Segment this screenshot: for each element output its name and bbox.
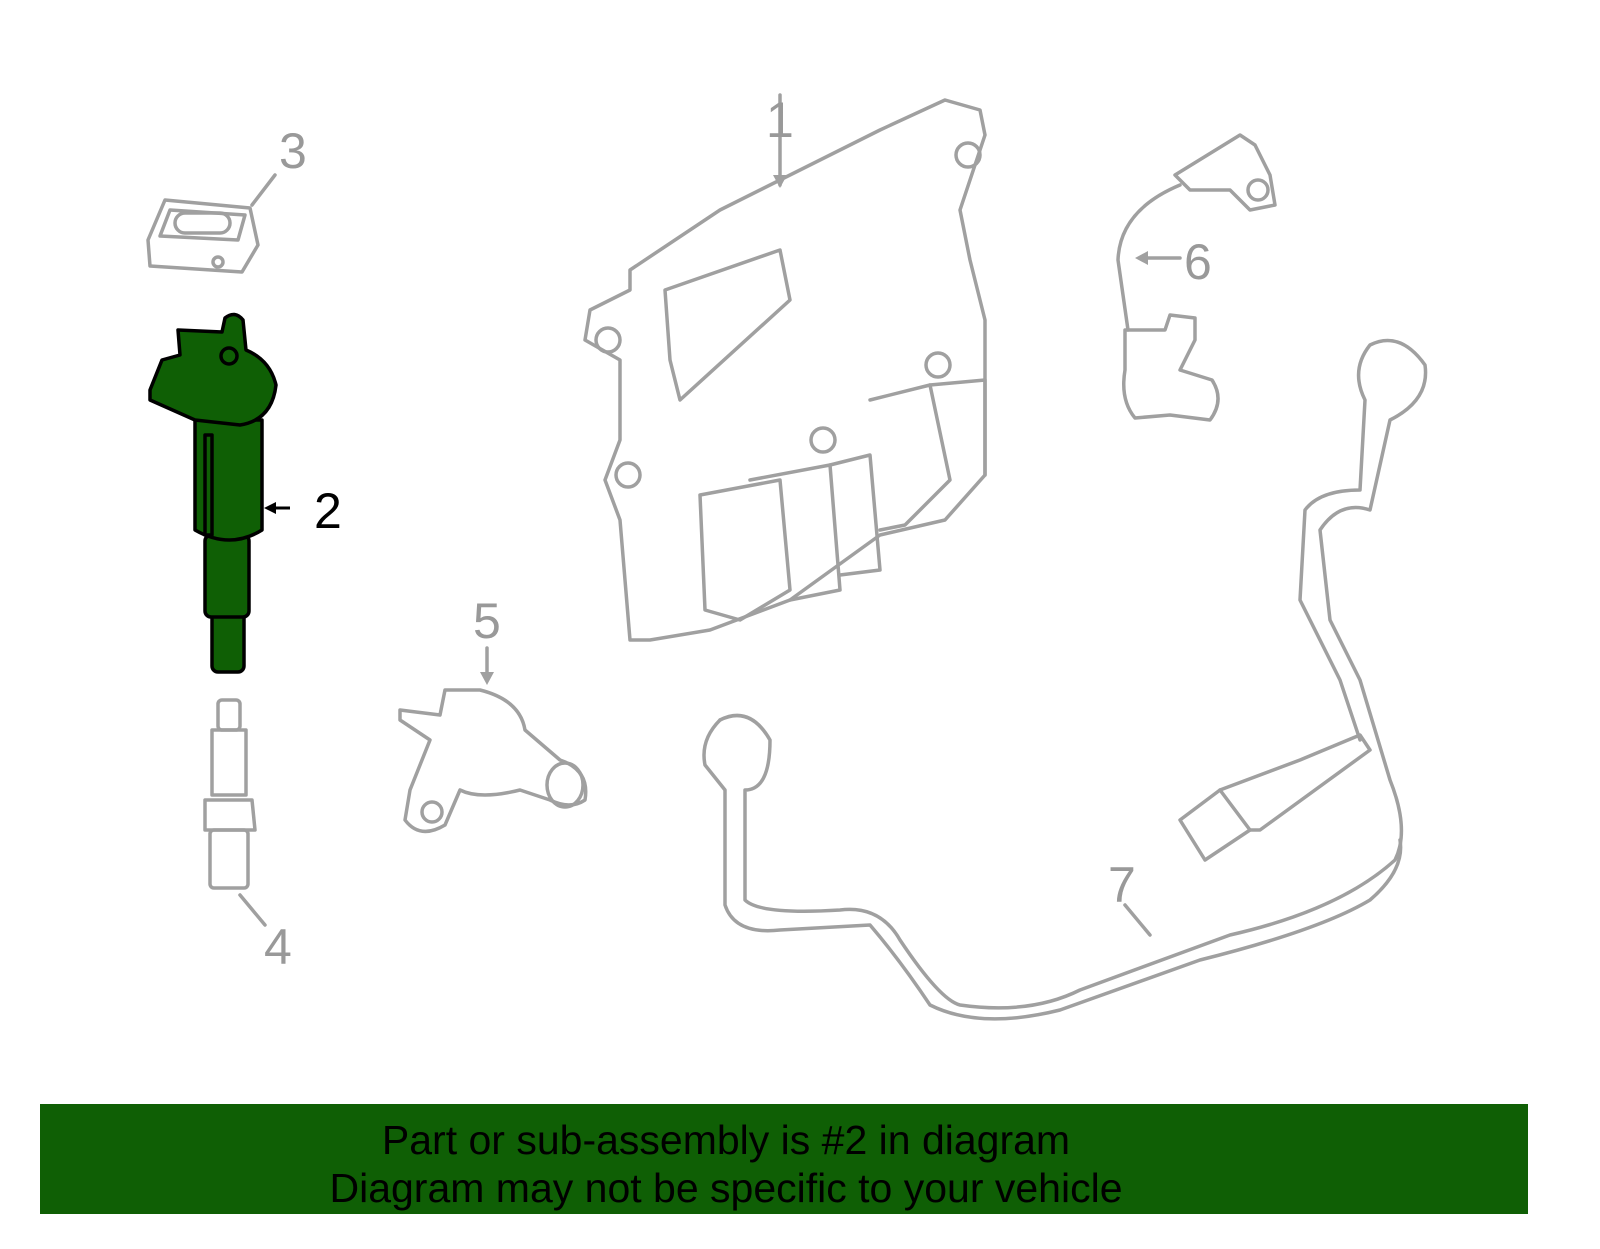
part-2-ignition-coil[interactable] bbox=[148, 312, 290, 674]
callout-7[interactable]: 7 bbox=[1108, 857, 1136, 913]
part-5-camshaft-sensor[interactable] bbox=[398, 646, 588, 834]
banner-line-1: Part or sub-assembly is #2 in diagram bbox=[381, 1117, 1071, 1163]
callout-4[interactable]: 4 bbox=[264, 919, 292, 975]
part-6-crankshaft-sensor[interactable] bbox=[1116, 133, 1277, 422]
callout-5[interactable]: 5 bbox=[473, 593, 501, 649]
part-7-knock-sensor-harness[interactable] bbox=[702, 338, 1428, 1021]
banner-line-2: Diagram may not be specific to your vehi… bbox=[329, 1165, 1123, 1211]
callout-3[interactable]: 3 bbox=[279, 123, 307, 179]
part-4-spark-plug[interactable] bbox=[203, 698, 267, 927]
part-3-bracket[interactable] bbox=[146, 173, 277, 274]
info-banner: Part or sub-assembly is #2 in diagram Di… bbox=[40, 1104, 1528, 1214]
callout-1[interactable]: 1 bbox=[766, 92, 794, 148]
callout-6[interactable]: 6 bbox=[1184, 234, 1212, 290]
callout-2[interactable]: 2 bbox=[314, 483, 342, 539]
part-1-engine-control-module[interactable] bbox=[583, 93, 987, 642]
